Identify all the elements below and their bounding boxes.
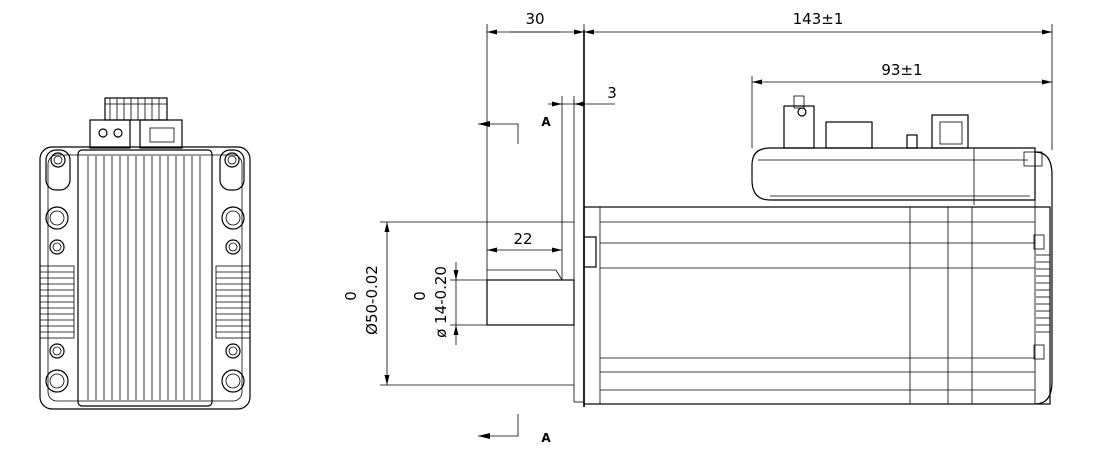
dimension-lines — [380, 24, 1053, 386]
section-label-top: A — [541, 115, 551, 129]
right-side-fins — [215, 265, 251, 339]
top-connector — [89, 97, 183, 149]
mounting-hole-top-left — [45, 149, 71, 255]
dimension-3: 3 — [607, 84, 617, 102]
mounting-hole-top-right — [219, 149, 245, 255]
section-marker-bottom — [478, 414, 519, 439]
shaft-tolerance-upper: 0 — [411, 291, 429, 301]
dimension-30: 30 — [525, 10, 544, 28]
side-view — [486, 30, 1053, 407]
rear-cover — [1033, 151, 1053, 405]
front-view — [39, 97, 251, 410]
pilot-diameter: Ø50-0.02 — [363, 265, 381, 335]
shaft-diameter: ø 14-0.20 — [432, 266, 450, 338]
dimension-22: 22 — [513, 230, 532, 248]
left-side-fins — [39, 265, 75, 339]
heatsink-fins — [77, 149, 213, 407]
section-marker-top — [478, 121, 519, 144]
driver-housing — [751, 95, 1043, 205]
mounting-hole-bottom-right — [221, 343, 245, 393]
dimension-93: 93±1 — [881, 61, 922, 79]
pilot-tolerance-upper: 0 — [342, 291, 360, 301]
shaft — [486, 269, 575, 326]
dimension-143: 143±1 — [793, 10, 844, 28]
section-label-bottom: A — [541, 431, 551, 445]
mounting-hole-bottom-left — [45, 343, 69, 393]
motor-body — [583, 206, 1051, 405]
